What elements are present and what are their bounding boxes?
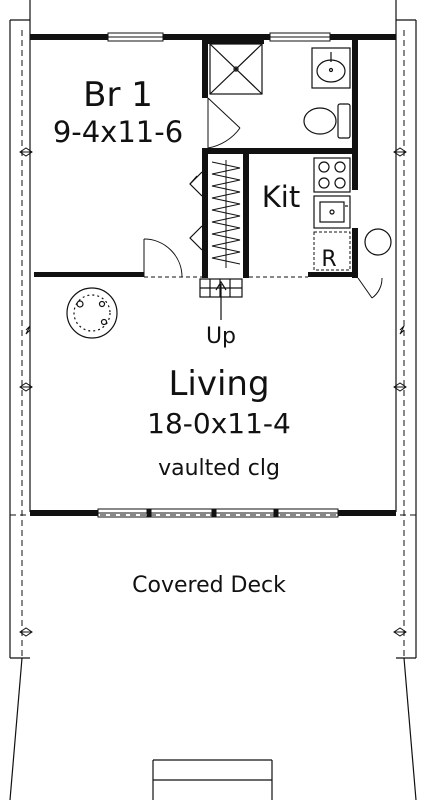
kitchen-name: Kit (262, 180, 300, 214)
bath-door-swing (207, 97, 241, 149)
top-wall (30, 34, 396, 40)
living-dimensions: 18-0x11-4 (147, 407, 291, 440)
refrigerator-label: R (321, 247, 336, 272)
living-bottom-wall (30, 510, 396, 516)
top-windows (107, 32, 331, 42)
water-heater (364, 228, 392, 256)
wood-stove (66, 287, 118, 339)
deck-steps (152, 759, 273, 800)
closet (211, 160, 241, 268)
stove (313, 157, 351, 193)
sink (311, 47, 351, 89)
bedroom-dimensions: 9-4x11-6 (53, 115, 183, 149)
toilet (303, 103, 351, 139)
exterior-walls (29, 37, 397, 512)
deck-name: Covered Deck (132, 573, 286, 598)
closet-doors (189, 171, 203, 251)
column-markers (19, 147, 407, 637)
roof-outline (9, 0, 417, 800)
kitchen-sink (313, 195, 351, 229)
bedroom-door (143, 238, 183, 278)
utility-door (357, 277, 383, 299)
stair-label: Up (206, 324, 236, 349)
bedroom-name: Br 1 (83, 75, 153, 115)
interior-walls (34, 40, 358, 278)
living-name: Living (168, 364, 269, 404)
living-ceiling-note: vaulted clg (158, 456, 280, 481)
shower (209, 43, 263, 95)
sliding-door (97, 508, 339, 518)
refrigerator (313, 231, 351, 271)
stair-arrow (215, 280, 227, 320)
